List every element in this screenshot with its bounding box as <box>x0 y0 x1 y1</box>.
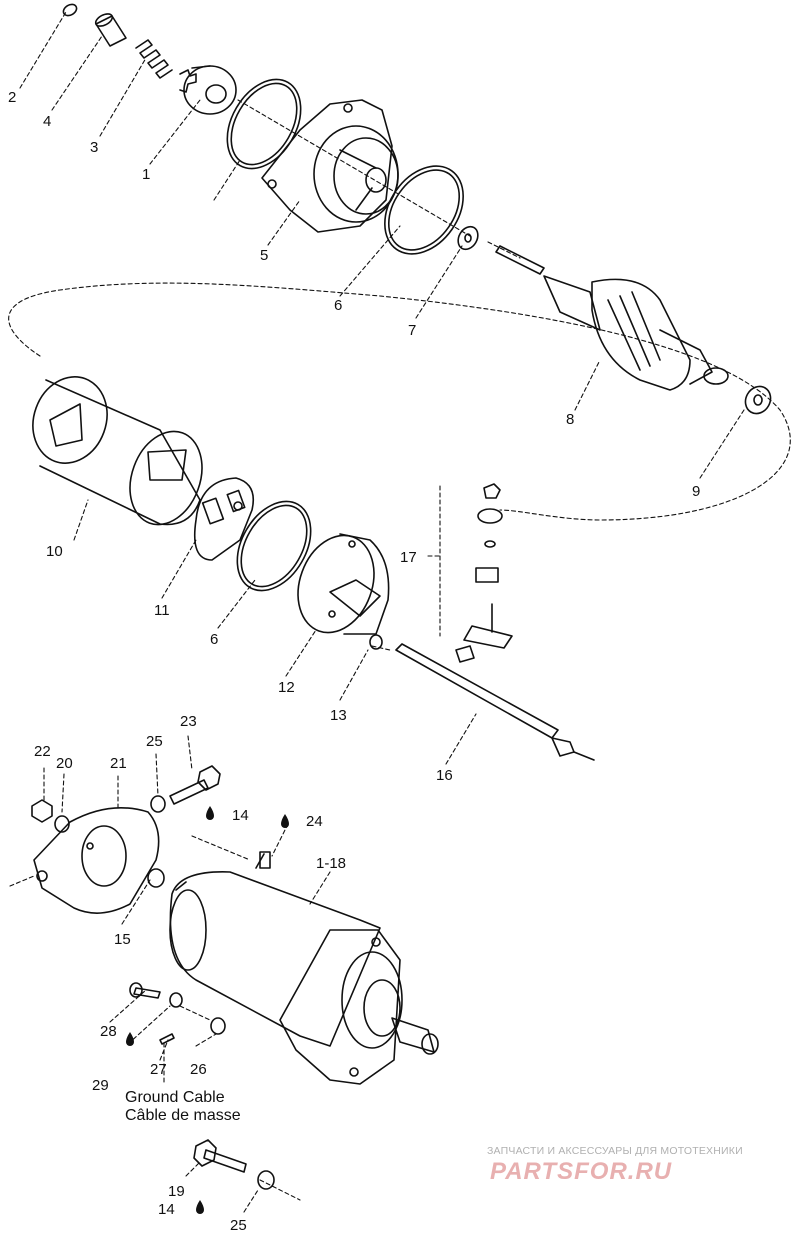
ground-cable-label-en: Ground Cable <box>125 1089 225 1106</box>
ground-cable-label-fr: Câble de masse <box>125 1107 241 1124</box>
part-21-bracket <box>33 807 160 914</box>
part-2-retaining-ring <box>62 3 78 17</box>
part-28-screw <box>129 982 161 999</box>
callout-15: 15 <box>114 931 131 948</box>
callout-25-lower: 25 <box>230 1217 247 1234</box>
callout-6-lower: 6 <box>210 631 219 648</box>
callout-22: 22 <box>34 743 51 760</box>
part-3-spring <box>135 39 173 79</box>
part-6-o-ring-lower <box>236 500 312 592</box>
part-9-washer <box>744 385 772 415</box>
callout-21: 21 <box>110 755 127 772</box>
part-25-washer-lower <box>257 1170 275 1190</box>
callout-1: 1 <box>142 166 151 183</box>
callout-16: 16 <box>436 767 453 784</box>
part-27-pin <box>159 1033 175 1045</box>
part-25-washer-upper <box>150 795 166 813</box>
part-18-o-ring <box>226 78 302 170</box>
callout-3: 3 <box>90 139 99 156</box>
part-15-washer <box>147 868 165 888</box>
oil-drop-icon <box>126 1032 134 1046</box>
part-4-bushing <box>94 13 127 47</box>
callout-17: 17 <box>400 549 417 566</box>
callout-10: 10 <box>46 543 63 560</box>
part-17-terminal-kit <box>455 483 513 663</box>
callout-2: 2 <box>8 89 17 106</box>
part-11-brush-holder <box>193 477 255 561</box>
callout-19: 19 <box>168 1183 185 1200</box>
part-1-pinion-drive <box>179 65 237 115</box>
part-26-washer <box>210 1017 226 1035</box>
callout-29: 29 <box>92 1077 109 1094</box>
oil-drop-icon <box>206 806 214 820</box>
callout-24: 24 <box>306 813 323 830</box>
part-19-bolt <box>193 1139 247 1173</box>
oil-drop-icon <box>281 814 289 828</box>
oil-drop-icon <box>196 1200 204 1214</box>
callout-9: 9 <box>692 483 701 500</box>
part-5-drive-housing <box>261 99 399 233</box>
part-7-washer <box>457 225 479 251</box>
callout-23: 23 <box>180 713 197 730</box>
part-13-small-o-ring <box>369 634 383 650</box>
part-16-through-bolt <box>395 643 595 761</box>
part-22-nut <box>31 799 53 823</box>
part-29-washer <box>169 992 183 1008</box>
callout-4: 4 <box>43 113 52 130</box>
part-10-yoke-housing <box>32 376 203 526</box>
callout-26: 26 <box>190 1061 207 1078</box>
callout-25-upper: 25 <box>146 733 163 750</box>
leader-lines <box>8 11 791 1213</box>
callout-12: 12 <box>278 679 295 696</box>
part-23-bolt <box>169 765 221 805</box>
callout-1-18: 1-18 <box>316 855 347 872</box>
callout-7: 7 <box>408 322 417 339</box>
starter-assembly <box>169 851 439 1085</box>
callout-6-upper: 6 <box>334 297 343 314</box>
callout-8: 8 <box>566 411 575 428</box>
part-20-washer <box>54 815 70 833</box>
part-6-o-ring-upper <box>384 165 464 255</box>
part-8-armature <box>495 245 729 391</box>
callout-14-upper: 14 <box>232 807 249 824</box>
callout-14-lower: 14 <box>158 1201 175 1218</box>
callout-13: 13 <box>330 707 347 724</box>
watermark-tagline: ЗАПЧАСТИ И АКСЕССУАРЫ ДЛЯ МОТОТЕХНИКИ <box>487 1145 743 1157</box>
callout-5: 5 <box>260 247 269 264</box>
callout-28: 28 <box>100 1023 117 1040</box>
callout-20: 20 <box>56 755 73 772</box>
callout-27: 27 <box>150 1061 167 1078</box>
part-12-end-cover <box>297 533 390 635</box>
callout-11: 11 <box>154 602 170 619</box>
watermark-brand: PARTSFOR.RU <box>490 1158 673 1185</box>
